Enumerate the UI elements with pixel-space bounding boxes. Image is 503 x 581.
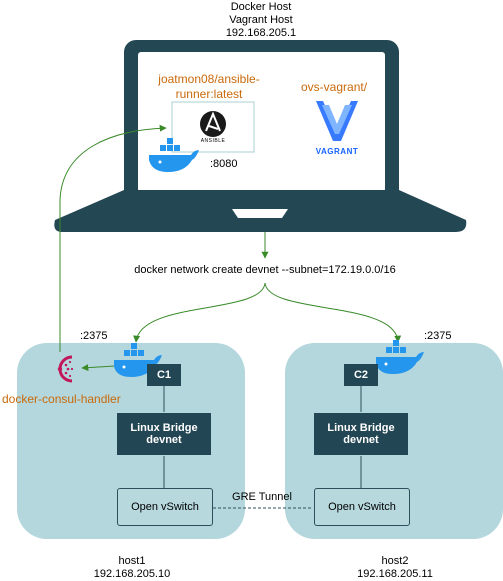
host2-info: host2 192.168.205.11 <box>345 555 445 581</box>
docker-whale-host1-icon <box>114 343 162 377</box>
host1-port-label: :2375 <box>80 330 108 342</box>
host2-bridge-line2: devnet <box>343 434 379 446</box>
host1-info: host1 192.168.205.10 <box>82 555 182 581</box>
host2-ip: 192.168.205.11 <box>357 568 433 580</box>
host1-name: host1 <box>118 555 146 567</box>
host2-open-vswitch: Open vSwitch <box>314 488 410 526</box>
laptop-port-label: :8080 <box>210 158 238 170</box>
host1-ip: 192.168.205.10 <box>93 568 171 580</box>
docker-host-line2: Vagrant Host <box>229 14 293 26</box>
ansible-image-line1: joatmon08/ansible- <box>158 72 260 86</box>
host1-container-c1: C1 <box>147 364 181 386</box>
host1-bridge-line2: devnet <box>146 434 182 446</box>
host2-name: host2 <box>381 555 409 567</box>
host1-linux-bridge: Linux Bridge devnet <box>117 413 211 455</box>
ovs-vagrant-label: ovs-vagrant/ <box>301 80 368 94</box>
docker-whale-host2-icon <box>376 340 424 374</box>
network-command-label: docker network create devnet --subnet=17… <box>134 264 396 276</box>
ansible-image-line2: runner:latest <box>175 87 243 101</box>
consul-to-ansible-arrow <box>59 124 167 352</box>
docker-host-line1: Docker Host <box>230 1 292 13</box>
docker-host-title: Docker Host Vagrant Host 192.168.205.1 <box>211 1 311 40</box>
ansible-icon <box>200 111 226 137</box>
docker-whale-laptop-icon <box>149 138 199 172</box>
host2-linux-bridge: Linux Bridge devnet <box>314 413 408 455</box>
vagrant-logo-text: VAGRANT <box>315 147 359 156</box>
docker-to-consul-arrow <box>81 364 116 372</box>
gre-tunnel-label: GRE Tunnel <box>232 491 292 503</box>
ansible-logo-text: ANSIBLE <box>200 138 226 144</box>
network-to-host2-arrow <box>264 282 402 343</box>
docker-host-ip: 192.168.205.1 <box>225 27 297 39</box>
laptop-icon <box>54 40 467 232</box>
host1-bridge-line1: Linux Bridge <box>130 422 198 434</box>
host2-bridge-line1: Linux Bridge <box>327 422 395 434</box>
consul-handler-label: docker-consul-handler <box>2 392 121 406</box>
host2-port-label: :2375 <box>424 330 452 342</box>
network-to-host1-arrow <box>133 282 266 343</box>
consul-icon <box>57 355 74 383</box>
host1-open-vswitch: Open vSwitch <box>117 488 213 526</box>
vagrant-icon <box>316 101 358 141</box>
ansible-image-label: joatmon08/ansible- runner:latest <box>144 72 274 102</box>
host2-container-c2: C2 <box>344 364 378 386</box>
